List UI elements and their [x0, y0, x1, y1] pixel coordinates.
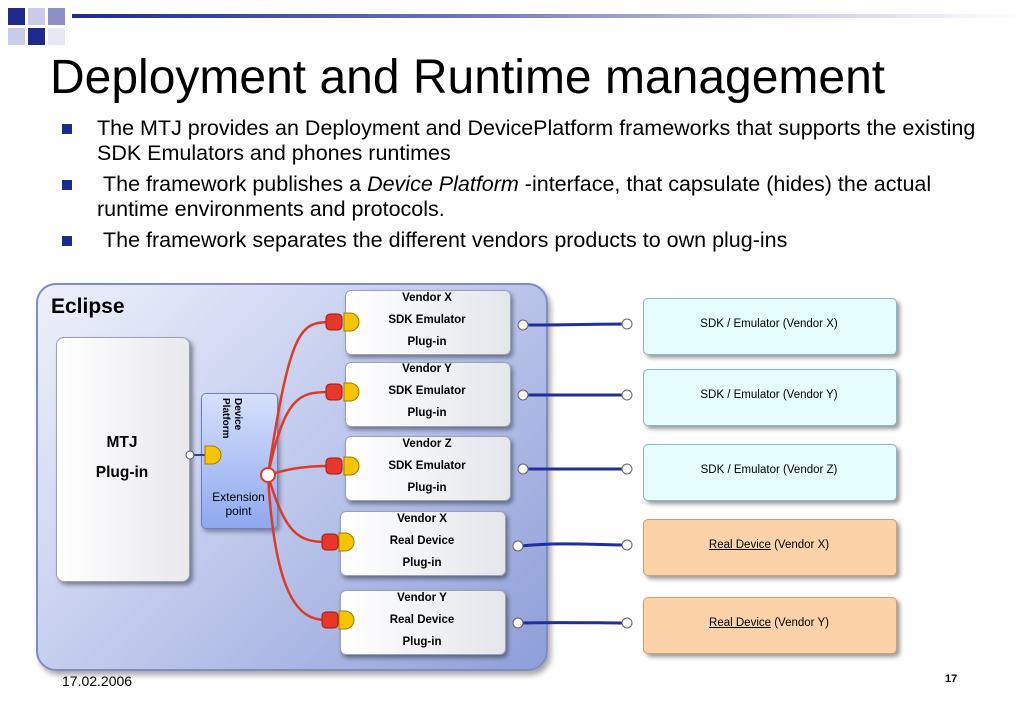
target-sdk-vendor-x	[643, 298, 897, 355]
plugin-type: SDK Emulator	[388, 385, 466, 397]
plugin-box-vendor-y-device	[340, 590, 506, 655]
plugin-kind: Plug-in	[407, 336, 447, 348]
target-device-vendor-x	[643, 519, 897, 576]
bullet-list: The MTJ provides an Deployment and Devic…	[62, 116, 992, 259]
device-platform-box	[201, 393, 278, 529]
plugin-vendor: Vendor X	[402, 292, 452, 304]
plugin-kind: Plug-in	[407, 482, 447, 494]
plugin-vendor: Vendor X	[397, 513, 447, 525]
port-icon	[621, 463, 633, 475]
plugin-box-vendor-x-sdk	[345, 290, 511, 355]
extension-point-line2: point	[225, 504, 252, 518]
target-label: Real Device (Vendor X)	[643, 539, 895, 551]
plugin-kind: Plug-in	[402, 557, 442, 569]
yellow-socket-icon	[343, 456, 360, 476]
blue-wire	[520, 542, 627, 548]
plug-socket-group	[321, 312, 360, 630]
port-icon	[517, 463, 529, 475]
corner-square-pale	[48, 28, 65, 45]
port-icon	[621, 318, 633, 330]
corner-square-light-2	[8, 28, 25, 45]
plugin-box-vendor-x-device	[340, 511, 506, 576]
footer-date: 17.02.2006	[62, 673, 133, 689]
plugin-vendor: Vendor Z	[402, 438, 452, 450]
extension-point-connector	[260, 467, 276, 483]
red-plug-icon	[325, 457, 343, 475]
red-wire	[266, 474, 327, 544]
port-icon	[621, 617, 633, 629]
yellow-socket-icon	[204, 445, 222, 465]
yellow-socket-icon	[338, 532, 355, 552]
red-wire	[266, 390, 331, 476]
port-icon	[517, 389, 529, 401]
device-platform-label-line2: Platform	[220, 398, 231, 439]
red-wire	[267, 464, 331, 477]
plugin-kind: Plug-in	[402, 636, 442, 648]
bullet-square-icon	[62, 124, 72, 134]
target-label-underlined: Real Device	[708, 539, 771, 551]
target-sdk-vendor-y	[643, 369, 897, 426]
red-plug-icon	[325, 313, 343, 331]
corner-square-mid	[48, 8, 65, 25]
bullet-text: -interface, that capsulate (hides) the a…	[97, 172, 932, 221]
target-label-rest: (Vendor X)	[770, 539, 830, 551]
target-label: SDK / Emulator (Vendor Z)	[700, 464, 838, 476]
target-label-rest: (Vendor Y)	[771, 617, 829, 629]
target-device-vendor-y	[643, 597, 897, 654]
corner-square-light	[28, 8, 45, 25]
plugin-box-vendor-z-sdk	[345, 436, 511, 501]
port-icon	[512, 540, 524, 552]
red-plug-icon	[321, 533, 339, 551]
port-icon	[621, 539, 633, 551]
bullet-text: The framework separates the different ve…	[97, 228, 788, 252]
bullet-emphasis: Device Platform	[367, 172, 519, 196]
yellow-socket-icon	[338, 610, 355, 630]
bullet-square-icon	[62, 180, 72, 190]
target-label: SDK / Emulator (Vendor Y)	[700, 389, 838, 401]
device-platform-label-line1: Device	[232, 398, 243, 431]
plugin-type: SDK Emulator	[388, 460, 466, 472]
mtj-plugin-box	[56, 337, 190, 582]
plugin-box-vendor-y-sdk	[345, 362, 511, 427]
target-label: SDK / Emulator (Vendor X)	[700, 318, 838, 330]
bullet-text: The framework publishes a	[97, 172, 368, 196]
mtj-port-icon	[185, 450, 195, 460]
bullet-square-icon	[62, 236, 72, 246]
bullet-item: The framework separates the different ve…	[62, 228, 992, 253]
plugin-vendor: Vendor Y	[402, 363, 452, 375]
port-icon	[512, 617, 524, 629]
plugin-type: Real Device	[389, 614, 455, 626]
plugin-vendor: Vendor Y	[397, 592, 447, 604]
corner-square-navy	[8, 8, 25, 25]
red-wire	[266, 320, 331, 476]
red-wire	[266, 474, 327, 622]
port-icon	[621, 389, 633, 401]
red-plug-icon	[325, 383, 343, 401]
bullet-item: The MTJ provides an Deployment and Devic…	[62, 116, 992, 166]
bullet-text: The MTJ provides an Deployment and Devic…	[97, 116, 976, 165]
extension-point-line1: Extension	[212, 490, 265, 504]
target-sdk-vendor-z	[643, 444, 897, 501]
red-plug-icon	[321, 611, 339, 629]
page-number: 17	[945, 673, 958, 685]
mtj-plugin-title: MTJ	[106, 434, 138, 451]
plugin-type: Real Device	[389, 535, 455, 547]
target-label: Real Device (Vendor Y)	[643, 617, 895, 629]
eclipse-label: Eclipse	[51, 295, 125, 318]
title-rule	[72, 14, 1023, 18]
port-icon	[517, 319, 529, 331]
plugin-kind: Plug-in	[407, 407, 447, 419]
blue-wire	[525, 322, 627, 327]
yellow-socket-icon	[343, 312, 360, 332]
mtj-plugin-subtitle: Plug-in	[95, 464, 149, 481]
page-title: Deployment and Runtime management	[50, 51, 886, 104]
yellow-socket-icon	[343, 382, 360, 402]
corner-square-navy-2	[28, 28, 45, 45]
bullet-item: The framework publishes a Device Platfor…	[62, 172, 992, 222]
plugin-type: SDK Emulator	[388, 314, 466, 326]
target-label-underlined: Real Device	[709, 617, 772, 629]
